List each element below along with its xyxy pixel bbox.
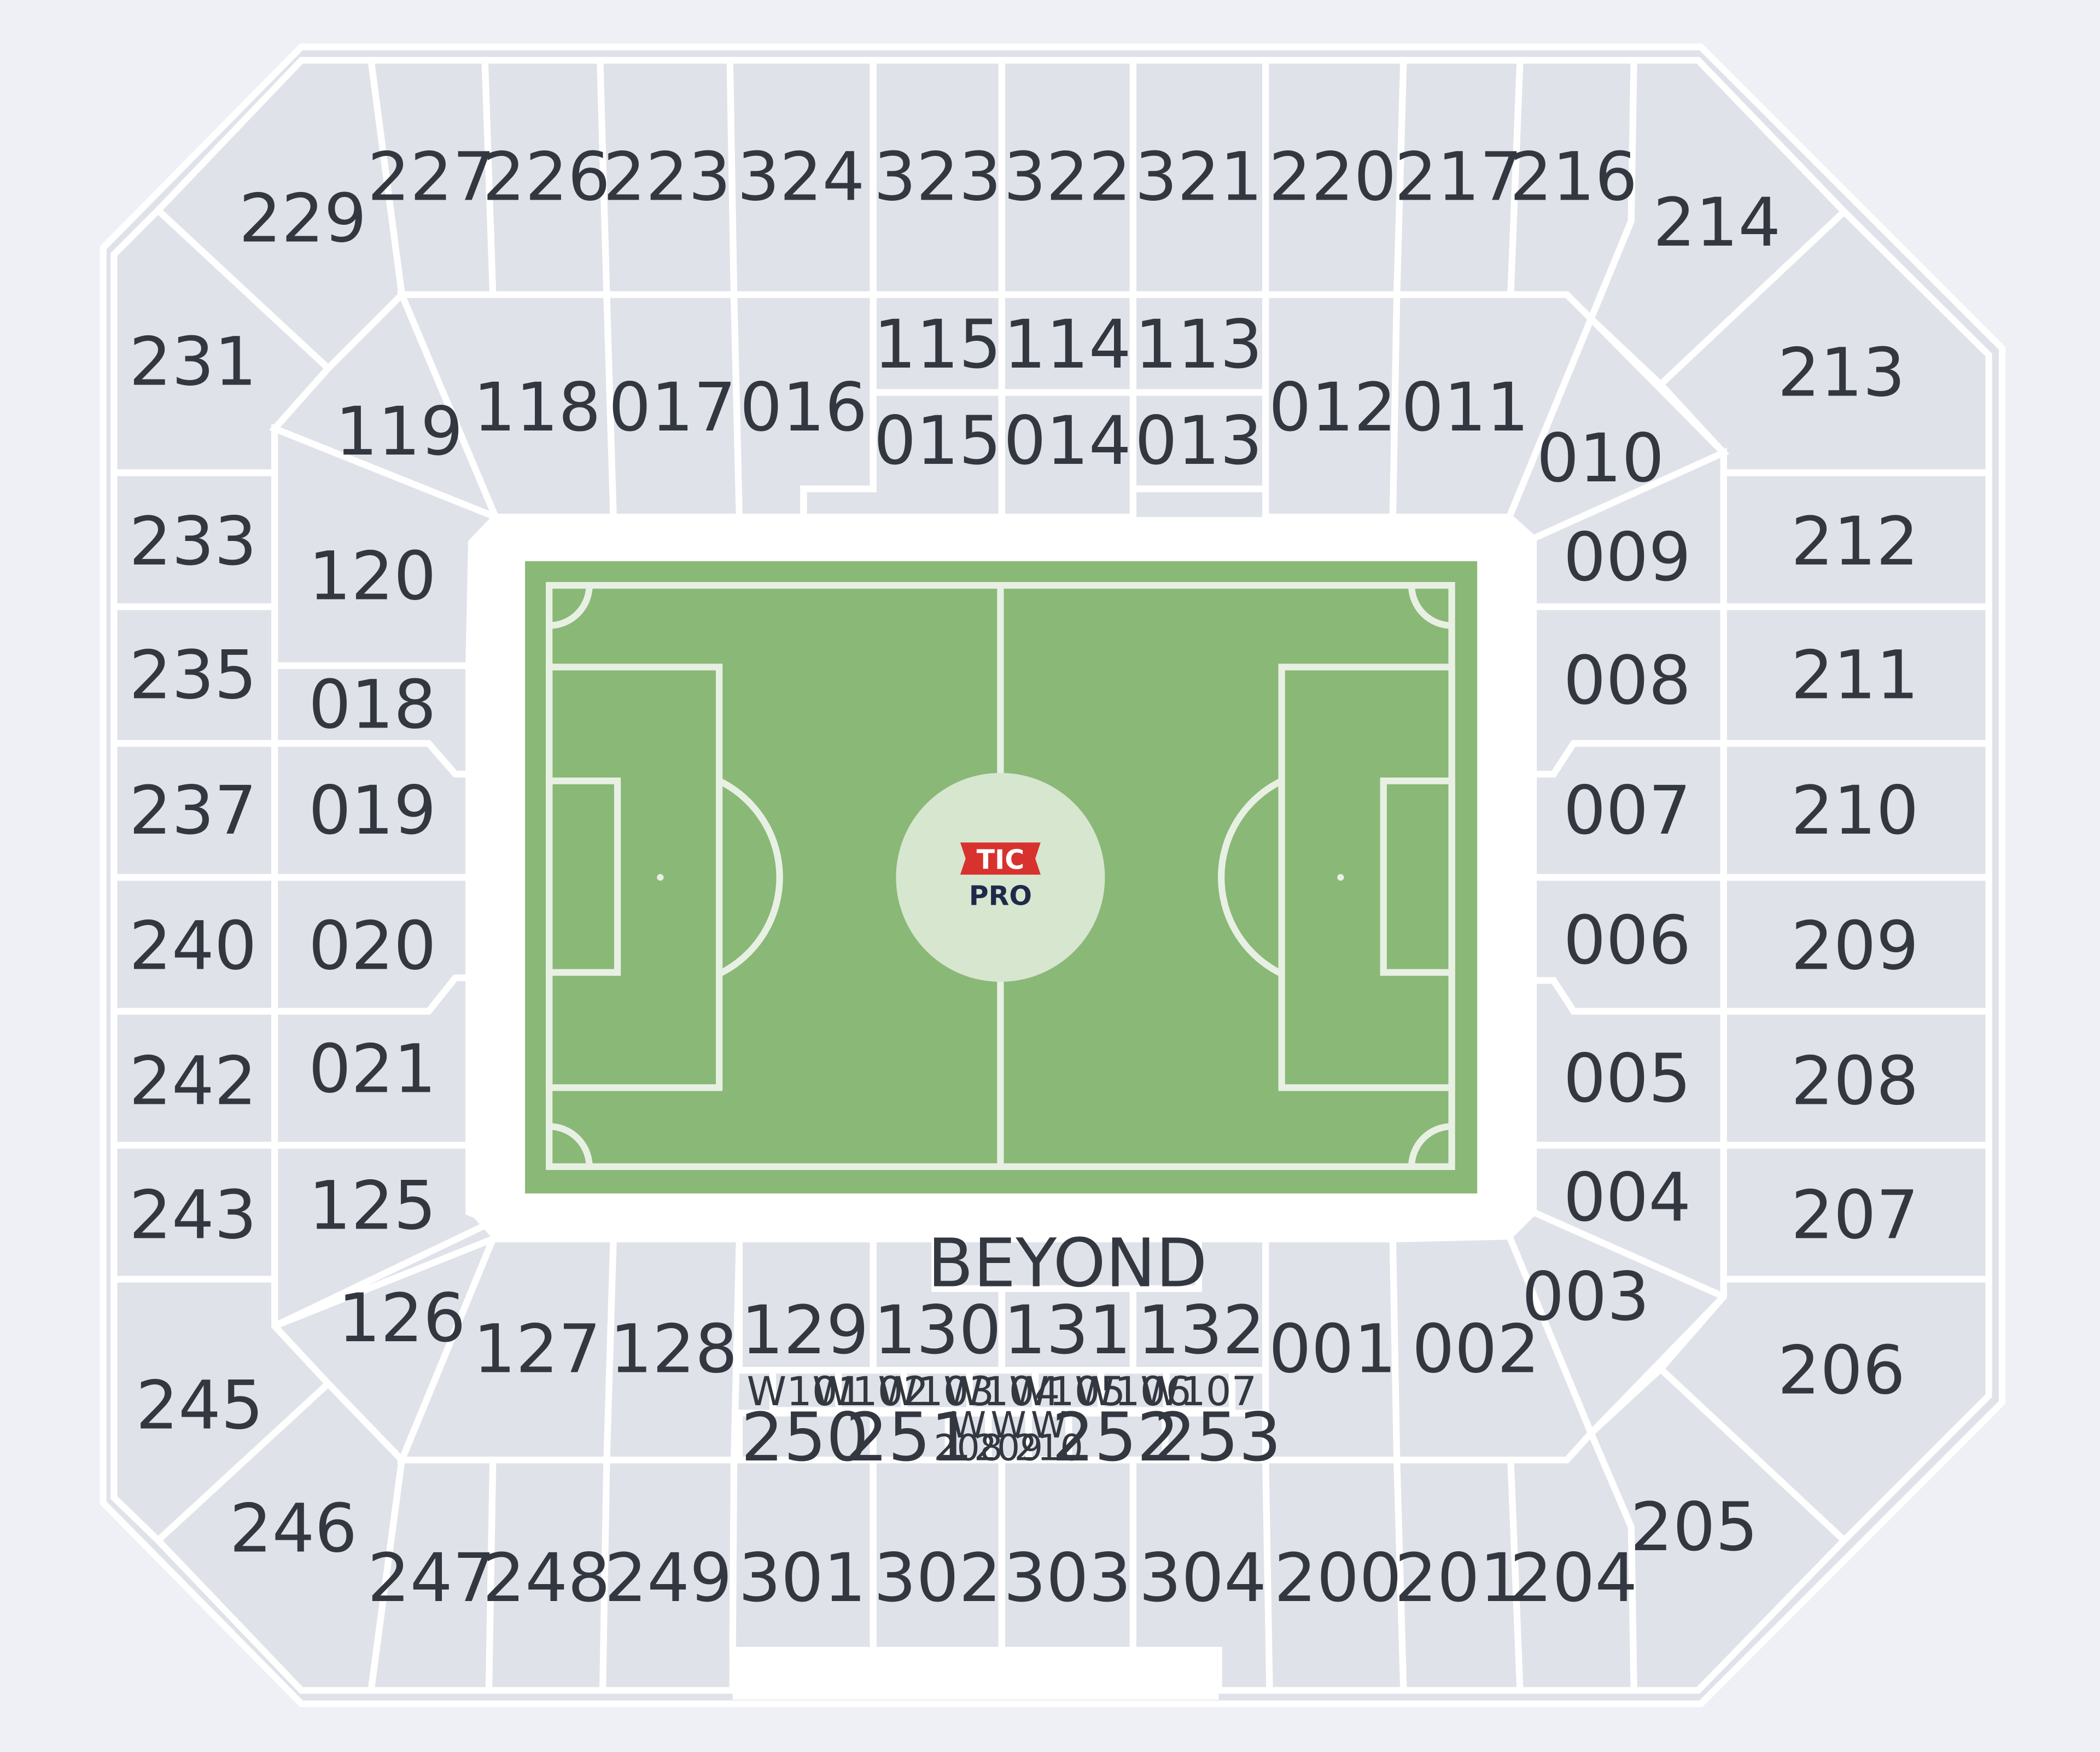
section-321[interactable] bbox=[1129, 57, 1269, 298]
section-240[interactable] bbox=[110, 874, 278, 1015]
section-W102[interactable] bbox=[835, 1366, 908, 1414]
section-W209[interactable] bbox=[985, 1410, 1032, 1464]
section-115[interactable] bbox=[870, 291, 1005, 396]
section-248[interactable] bbox=[485, 1457, 610, 1694]
section-007[interactable] bbox=[1530, 740, 1727, 881]
section-253[interactable] bbox=[1162, 1410, 1269, 1464]
section-W106[interactable] bbox=[1097, 1366, 1170, 1414]
section-001[interactable] bbox=[1262, 1235, 1401, 1464]
section-322[interactable] bbox=[998, 57, 1136, 298]
section-208[interactable] bbox=[1720, 1008, 1992, 1149]
section-246[interactable] bbox=[153, 1379, 406, 1694]
section-210[interactable] bbox=[1720, 740, 1992, 881]
section-252[interactable] bbox=[1065, 1410, 1169, 1464]
section-223[interactable] bbox=[596, 57, 738, 298]
section-W210[interactable] bbox=[1025, 1410, 1072, 1464]
section-250[interactable] bbox=[736, 1410, 877, 1464]
logo-bottom-text: PRO bbox=[969, 881, 1032, 912]
section-212[interactable] bbox=[1720, 469, 1992, 610]
section-303[interactable] bbox=[998, 1457, 1136, 1654]
section-217[interactable] bbox=[1393, 57, 1524, 298]
section-beyond[interactable] bbox=[931, 1235, 1202, 1292]
section-019[interactable] bbox=[271, 740, 472, 881]
soccer-pitch bbox=[525, 561, 1478, 1194]
section-226[interactable] bbox=[481, 57, 610, 298]
section-129[interactable] bbox=[736, 1235, 877, 1374]
section-302[interactable] bbox=[870, 1457, 1005, 1654]
center-circle bbox=[896, 772, 1105, 982]
section-131[interactable] bbox=[998, 1285, 1136, 1374]
section-W104[interactable] bbox=[966, 1366, 1039, 1414]
section-128[interactable] bbox=[603, 1235, 743, 1464]
section-204[interactable] bbox=[1507, 1427, 1637, 1694]
section-114[interactable] bbox=[998, 291, 1136, 396]
section-249[interactable] bbox=[599, 1457, 738, 1694]
section-243[interactable] bbox=[110, 1142, 278, 1283]
section-323[interactable] bbox=[870, 57, 1005, 298]
section-017[interactable] bbox=[603, 291, 743, 521]
section-016[interactable] bbox=[730, 291, 877, 521]
bottom-gap bbox=[732, 1652, 1219, 1700]
section-242[interactable] bbox=[110, 1008, 278, 1149]
section-201[interactable] bbox=[1393, 1457, 1524, 1694]
section-200[interactable] bbox=[1262, 1457, 1407, 1694]
section-020[interactable] bbox=[271, 874, 472, 1015]
section-014[interactable] bbox=[998, 389, 1136, 521]
section-207[interactable] bbox=[1720, 1142, 1992, 1283]
section-235[interactable] bbox=[110, 603, 278, 747]
section-301[interactable] bbox=[729, 1457, 877, 1654]
section-W105[interactable] bbox=[1031, 1366, 1105, 1414]
section-220[interactable] bbox=[1262, 57, 1407, 298]
section-237[interactable] bbox=[110, 740, 278, 881]
ticpro-logo: TIC PRO bbox=[960, 842, 1041, 912]
section-013[interactable] bbox=[1129, 389, 1269, 492]
section-233[interactable] bbox=[110, 469, 278, 610]
section-113[interactable] bbox=[1129, 291, 1269, 396]
section-211[interactable] bbox=[1720, 603, 1992, 747]
section-W208[interactable] bbox=[944, 1410, 992, 1464]
section-324[interactable] bbox=[726, 57, 877, 298]
logo-top-text: TIC bbox=[977, 845, 1025, 876]
section-251[interactable] bbox=[870, 1410, 952, 1464]
section-W107[interactable] bbox=[1163, 1366, 1236, 1414]
section-012[interactable] bbox=[1262, 291, 1401, 521]
section-W103[interactable] bbox=[900, 1366, 973, 1414]
section-209[interactable] bbox=[1720, 874, 1992, 1015]
section-W101[interactable] bbox=[769, 1366, 842, 1414]
